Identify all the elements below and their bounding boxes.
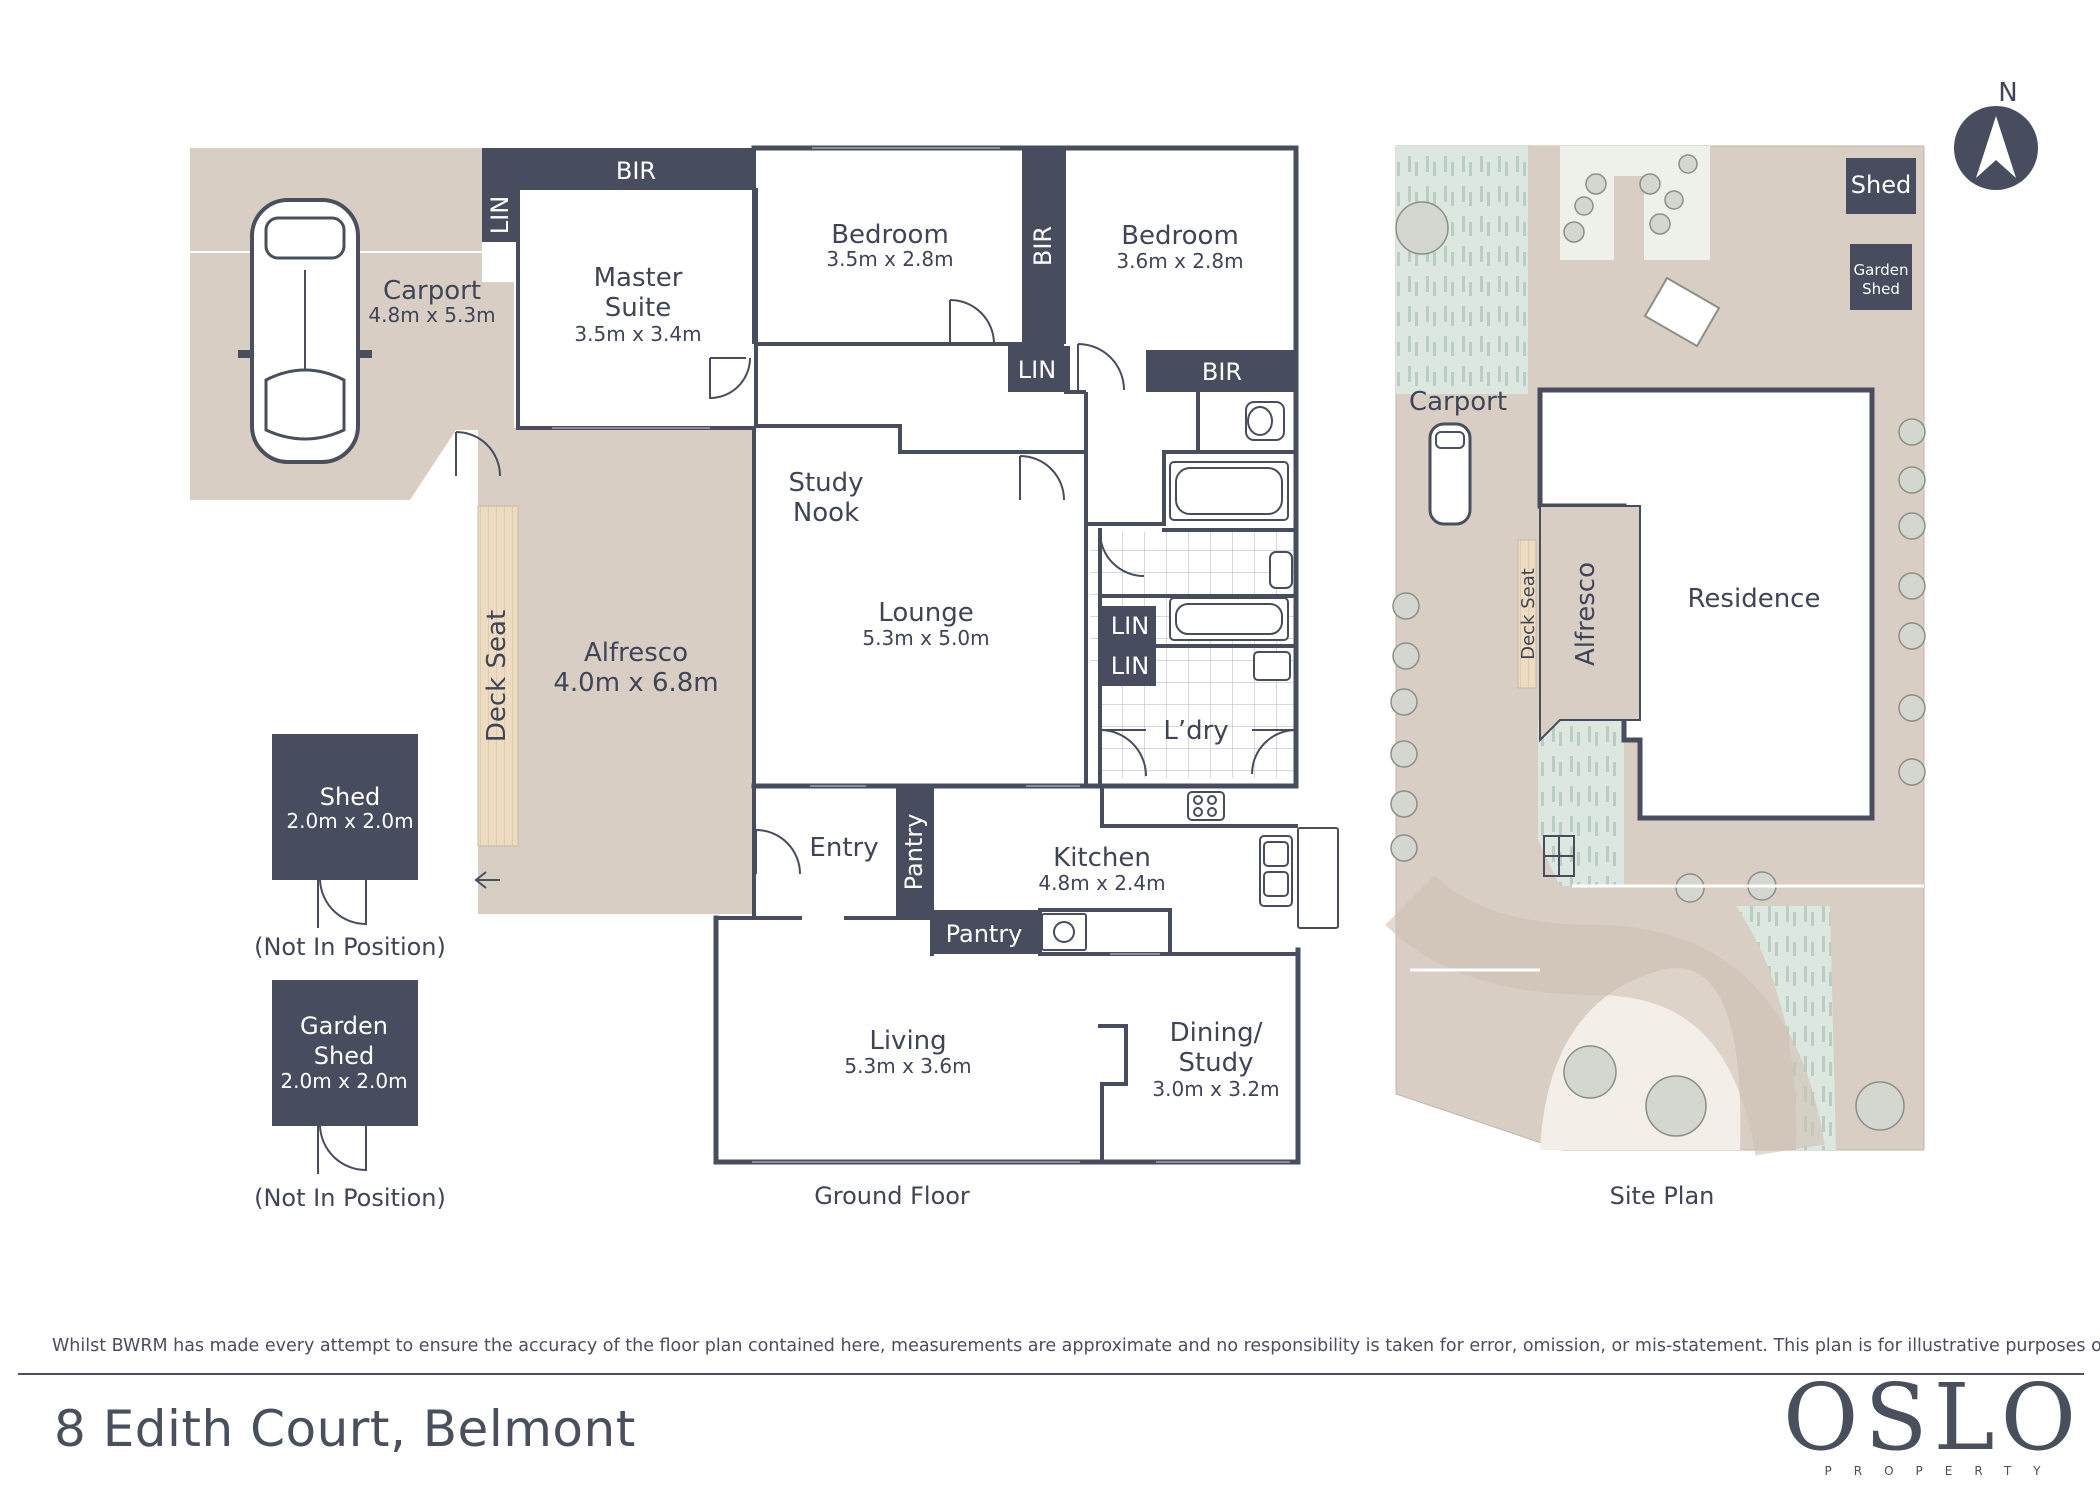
footer-divider <box>18 1373 2084 1375</box>
bedroom-1-label: Bedroom <box>831 220 949 250</box>
alfresco-slab <box>478 428 754 914</box>
shed-2-name-2: Shed <box>314 1042 374 1070</box>
brand-subtitle: PROPERTY <box>1824 1464 2063 1478</box>
shed-2: Garden Shed 2.0m x 2.0m (Not In Position… <box>254 980 446 1212</box>
shed-2-name-1: Garden <box>300 1012 388 1040</box>
living-dim: 5.3m x 3.6m <box>844 1054 971 1078</box>
shed-2-dim: 2.0m x 2.0m <box>280 1069 407 1093</box>
study-nook-label-1: Study <box>788 468 863 498</box>
brand-name: OSLO <box>1783 1364 2082 1471</box>
entry-label: Entry <box>809 833 878 863</box>
north-arrow-icon: N <box>1954 78 2038 190</box>
carport-label: Carport <box>383 276 481 306</box>
property-address: 8 Edith Court, Belmont <box>54 1400 636 1458</box>
site-plan-caption: Site Plan <box>1610 1182 1715 1210</box>
study-nook-label-2: Nook <box>793 498 859 528</box>
shed-1: Shed 2.0m x 2.0m (Not In Position) <box>254 734 446 961</box>
carport-dim: 4.8m x 5.3m <box>368 303 495 327</box>
shed-1-dim: 2.0m x 2.0m <box>286 809 413 833</box>
bedroom-2-dim: 3.6m x 2.8m <box>1116 249 1243 273</box>
lounge-label: Lounge <box>878 598 973 628</box>
alfresco-label: Alfresco <box>584 638 688 668</box>
lin-1-label: LIN <box>1111 612 1149 640</box>
ground-floor-plan <box>190 145 1339 1165</box>
laundry-label: L’dry <box>1163 716 1228 746</box>
site-garden-shed-label-1: Garden <box>1854 261 1909 279</box>
site-residence-label: Residence <box>1688 584 1821 614</box>
pantry-vertical-label: Pantry <box>900 814 928 891</box>
site-plan: Residence Carport Alfresco Deck Seat She… <box>1385 145 1926 1210</box>
pantry-horizontal-label: Pantry <box>946 920 1023 948</box>
shed-1-name: Shed <box>320 783 380 811</box>
site-garden-shed-label-2: Shed <box>1862 280 1900 298</box>
alfresco-dim: 4.0m x 6.8m <box>553 668 718 698</box>
site-shed-label: Shed <box>1851 171 1911 199</box>
kitchen-dim: 4.8m x 2.4m <box>1038 871 1165 895</box>
lin-hall-label: LIN <box>1018 356 1056 384</box>
deck-seat-area <box>477 505 519 847</box>
master-suite-label-2: Suite <box>605 293 671 323</box>
master-suite-label-1: Master <box>594 263 683 293</box>
ground-floor-caption: Ground Floor <box>814 1182 970 1210</box>
bedroom-2-label: Bedroom <box>1121 221 1239 251</box>
site-car-icon <box>1428 422 1472 526</box>
lin-2-label: LIN <box>1111 652 1149 680</box>
deck-seat-label: Deck Seat <box>482 610 512 742</box>
bir-top-label: BIR <box>616 157 656 185</box>
site-alfresco-label: Alfresco <box>1571 562 1601 666</box>
kitchen-label: Kitchen <box>1053 843 1151 873</box>
lin-top-label: LIN <box>486 196 514 234</box>
bir-hall-label: BIR <box>1202 358 1242 386</box>
north-label: N <box>1998 78 2017 108</box>
disclaimer-text: Whilst BWRM has made every attempt to en… <box>52 1336 2100 1356</box>
dining-study-label-1: Dining/ <box>1170 1018 1263 1048</box>
shed-2-note: (Not In Position) <box>254 1184 446 1212</box>
floor-plan-drawing: Carport 4.8m x 5.3m Master Suite 3.5m x … <box>190 78 2038 1212</box>
lounge-dim: 5.3m x 5.0m <box>862 626 989 650</box>
bedroom-1-dim: 3.5m x 2.8m <box>826 247 953 271</box>
brand-logo: OSLO PROPERTY <box>1783 1364 2082 1479</box>
car-icon <box>238 198 372 464</box>
living-label: Living <box>869 1026 946 1056</box>
master-suite-dim: 3.5m x 3.4m <box>574 322 701 346</box>
site-carport-label: Carport <box>1409 387 1507 417</box>
dining-study-label-2: Study <box>1178 1048 1253 1078</box>
shed-1-note: (Not In Position) <box>254 933 446 961</box>
dining-study-dim: 3.0m x 3.2m <box>1152 1077 1279 1101</box>
site-deck-seat-label: Deck Seat <box>1518 568 1539 660</box>
bir-vertical-label: BIR <box>1029 226 1057 266</box>
